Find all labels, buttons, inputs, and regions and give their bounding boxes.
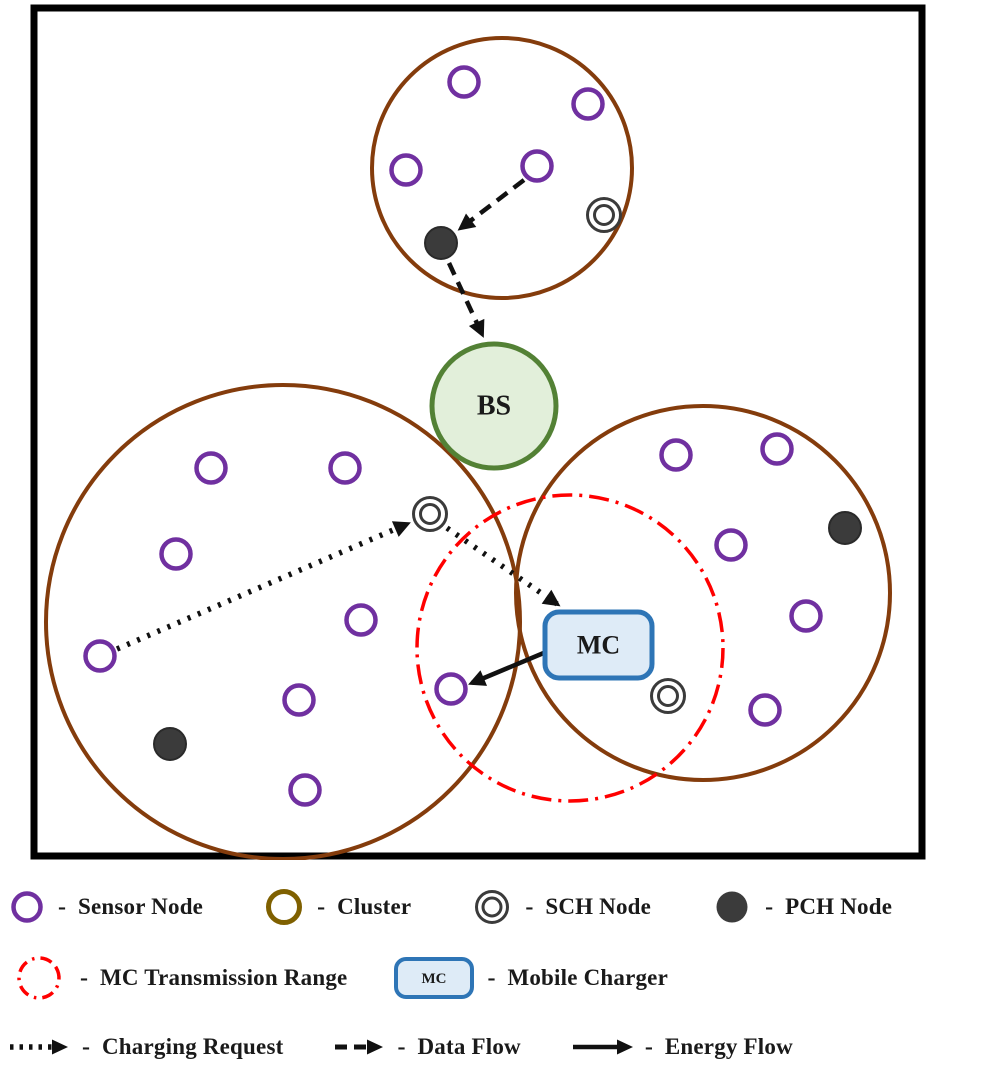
sensor-node [159, 537, 193, 571]
sensor-node-icon [11, 891, 43, 923]
bs-label: BS [477, 391, 511, 422]
legend-separator: - [317, 893, 326, 920]
mc-label: MC [577, 631, 620, 660]
legend-row-flows: -Charging Request-Data Flow-Energy Flow [0, 1016, 985, 1078]
mc-range-icon [17, 956, 61, 1000]
mobile-charger-icon: MC [394, 957, 475, 999]
legend-label: Sensor Node [78, 894, 204, 919]
legend-label: Data Flow [417, 1034, 521, 1059]
charging-request-arrow-icon [10, 1039, 68, 1055]
mobile-charger: MC [542, 609, 655, 681]
legend-separator: - [397, 1033, 406, 1060]
legend-mc-label: MC [422, 971, 447, 987]
sensor-node [434, 672, 468, 706]
sensor-node [194, 451, 228, 485]
legend-item-mc-transmission-range: -MC Transmission Range [12, 952, 347, 1004]
legend-separator: - [80, 964, 88, 991]
legend-item-energy-flow: -Energy Flow [571, 1034, 793, 1061]
cluster-boundary-1 [370, 36, 634, 300]
energy-flow-arrow-icon [572, 1039, 633, 1055]
sensor-node [288, 773, 322, 807]
legend-item-cluster: -Cluster [263, 886, 411, 928]
sensor-node [520, 149, 554, 183]
sch-node [650, 678, 686, 714]
legend-item-mobile-charger: MC -Mobile Charger [393, 956, 668, 1000]
sensor-node [389, 153, 423, 187]
legend-separator: - [525, 893, 534, 920]
base-station: BS [429, 341, 559, 471]
legend-separator: - [765, 893, 774, 920]
sch-node-icon [475, 890, 510, 924]
sch-node [586, 197, 622, 233]
sensor-node [447, 65, 481, 99]
data-flow-pch-to-bs-arrow [446, 262, 485, 338]
charging-request-sch-to-mc-arrow [445, 525, 561, 607]
legend-label: Charging Request [102, 1034, 284, 1059]
sensor-node [83, 639, 117, 673]
data-flow-sensor-to-pch-arrow [457, 178, 526, 231]
mc-transmission-range-circle [415, 493, 725, 803]
network-diagram: BS MC [30, 4, 926, 860]
sensor-node [760, 432, 794, 466]
legend-label: Cluster [337, 894, 412, 919]
legend-item-charging-request: -Charging Request [8, 1034, 283, 1061]
sch-node [412, 496, 448, 532]
legend-item-pch-node: -PCH Node [711, 886, 892, 928]
legend-label: MC Transmission Range [100, 965, 348, 990]
legend-item-sensor-node: -Sensor Node [8, 888, 203, 926]
pch-node [828, 511, 862, 545]
diagram-border [30, 4, 926, 860]
cluster-boundary-2 [44, 383, 522, 860]
legend-label: Energy Flow [664, 1034, 793, 1059]
pch-node [153, 727, 187, 761]
legend-separator: - [644, 1033, 653, 1060]
legend-item-data-flow: -Data Flow [333, 1033, 521, 1061]
sensor-node [282, 683, 316, 717]
data-flow-arrow-icon [335, 1039, 384, 1055]
legend-separator: - [82, 1033, 90, 1060]
sensor-node [789, 599, 823, 633]
legend-row-nodes: -Sensor Node-Cluster-SCH Node-PCH Node [0, 876, 985, 938]
sensor-node [328, 451, 362, 485]
cluster-boundary-3 [514, 404, 892, 782]
pch-node-icon [716, 891, 748, 923]
sensor-node [659, 438, 693, 472]
legend-label: SCH Node [545, 894, 652, 919]
sensor-node [748, 693, 782, 727]
cluster-icon [266, 889, 303, 925]
legend-separator: - [58, 893, 66, 920]
energy-flow-mc-to-node-arrow [468, 649, 547, 686]
sensor-node [571, 87, 605, 121]
legend-separator: - [487, 964, 496, 991]
legend: -Sensor Node-Cluster-SCH Node-PCH Node -… [0, 860, 985, 1078]
pch-node [424, 226, 458, 260]
sensor-node [344, 603, 378, 637]
sensor-node [714, 528, 748, 562]
legend-label: PCH Node [785, 894, 893, 919]
legend-label: Mobile Charger [507, 965, 669, 990]
legend-item-sch-node: -SCH Node [471, 886, 651, 928]
